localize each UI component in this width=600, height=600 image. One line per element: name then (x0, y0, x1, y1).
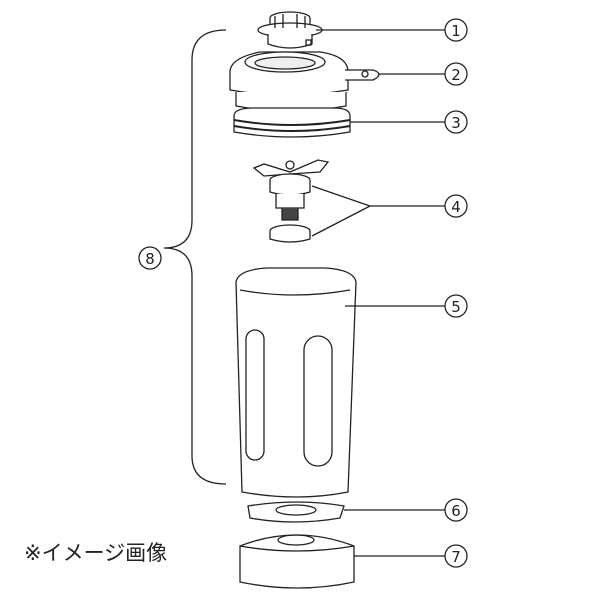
bracket-8 (163, 29, 227, 485)
part-base-gasket (247, 501, 345, 523)
svg-text:5: 5 (451, 298, 461, 316)
svg-text:7: 7 (451, 548, 461, 566)
svg-text:2: 2 (451, 66, 461, 84)
part-blade-assembly (252, 159, 330, 243)
svg-text:8: 8 (145, 250, 155, 268)
part-lid (229, 51, 380, 112)
callouts (138, 18, 468, 568)
image-note: ※イメージ画像 (24, 541, 168, 565)
part-base (239, 534, 355, 589)
leader-lines (311, 29, 445, 557)
part-container-jar (235, 267, 357, 498)
part-lid-cap (257, 11, 323, 49)
svg-text:4: 4 (451, 198, 461, 216)
svg-text:1: 1 (451, 22, 461, 40)
svg-text:6: 6 (451, 502, 461, 520)
part-lid-gasket (233, 107, 351, 138)
svg-text:3: 3 (451, 114, 461, 132)
